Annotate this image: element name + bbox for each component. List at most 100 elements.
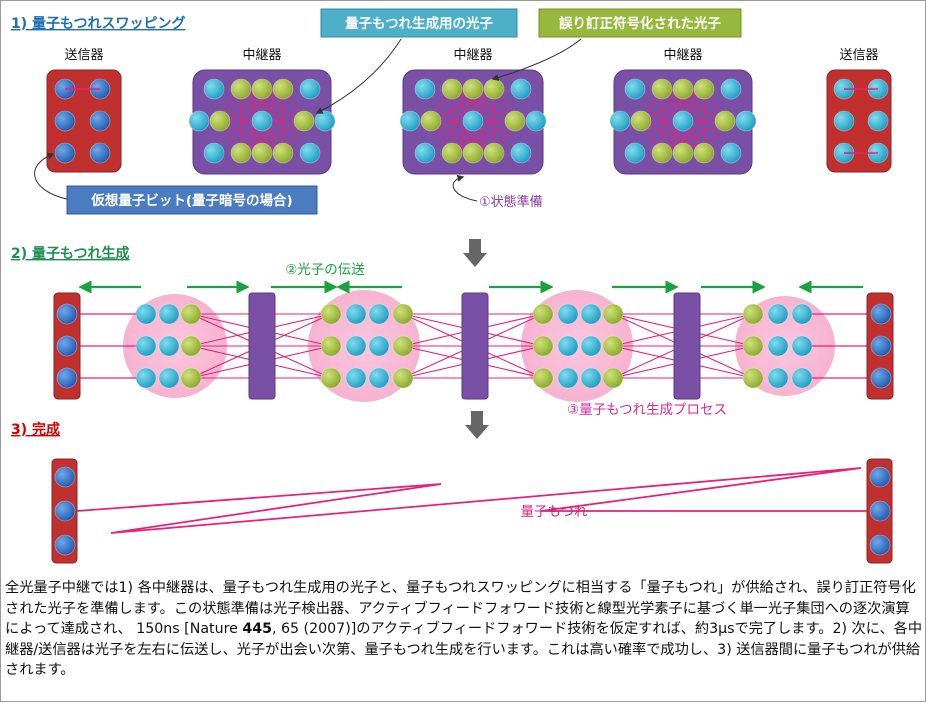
state-prep-label: ①状態準備 bbox=[479, 194, 543, 210]
final-qubit bbox=[54, 466, 76, 488]
entanglement-link bbox=[451, 120, 516, 154]
encoded-qubit bbox=[272, 142, 294, 164]
row2-qubit bbox=[557, 335, 579, 357]
photon-qubit bbox=[720, 142, 742, 164]
sender-qubit bbox=[833, 110, 855, 132]
encoded-qubit bbox=[209, 110, 231, 132]
photon-qubit bbox=[624, 142, 646, 164]
entanglement-link bbox=[219, 88, 284, 122]
encoded-qubit bbox=[441, 142, 463, 164]
photon-qubit bbox=[720, 78, 742, 100]
row2-qubit bbox=[135, 335, 157, 357]
row2-qubit bbox=[532, 367, 554, 389]
encoded-qubit bbox=[462, 78, 484, 100]
final-qubit bbox=[869, 534, 891, 556]
encoded-qubit bbox=[441, 78, 463, 100]
sender-qubit bbox=[56, 367, 78, 389]
row2-qubit bbox=[767, 367, 789, 389]
encoded-qubit bbox=[483, 142, 505, 164]
repeater-bar bbox=[461, 292, 489, 400]
photon-qubit bbox=[299, 78, 321, 100]
entanglement-line bbox=[76, 467, 867, 534]
row2-nodes bbox=[53, 292, 894, 400]
sender-qubit bbox=[54, 142, 76, 164]
sender-qubit bbox=[54, 110, 76, 132]
row2-qubit bbox=[368, 367, 390, 389]
entangled-photon-tag bbox=[320, 8, 518, 38]
row2-qubit bbox=[557, 367, 579, 389]
row2-qubit bbox=[320, 367, 342, 389]
photon-qubit bbox=[735, 110, 757, 132]
encoded-qubit bbox=[651, 142, 673, 164]
repeater-label-1: 中継器 bbox=[242, 48, 281, 63]
caption-paragraph: 全光量子中継では1) 各中継器は、量子もつれ生成用の光子と、量子もつれスワッピン… bbox=[5, 578, 923, 681]
row2-qubit bbox=[742, 303, 764, 325]
entangled-photon-tag-text: 量子もつれ生成用の光子 bbox=[345, 15, 493, 32]
caption-bold-volume: 445 bbox=[242, 621, 272, 637]
photon-qubit bbox=[188, 110, 210, 132]
row2-qubit bbox=[320, 335, 342, 357]
row2-qubit bbox=[345, 367, 367, 389]
callout-curve-stateprep bbox=[452, 174, 478, 202]
caption-text-2: , 65 (2007)]のアクティブフィードフォワード技術を仮定すれば、約3μs… bbox=[5, 621, 923, 678]
photon-qubit bbox=[672, 110, 694, 132]
section-title-generation: 2) 量子もつれ生成 bbox=[11, 245, 129, 262]
row2-qubit bbox=[742, 335, 764, 357]
encoded-qubit bbox=[504, 110, 526, 132]
sender-qubit bbox=[870, 303, 892, 325]
row2-qubit bbox=[180, 335, 202, 357]
photon-qubit bbox=[314, 110, 336, 132]
encoded-qubit bbox=[293, 110, 315, 132]
photon-qubit bbox=[203, 78, 225, 100]
photon-qubit bbox=[251, 110, 273, 132]
entanglement-link bbox=[240, 120, 305, 154]
row2-qubit bbox=[602, 303, 624, 325]
photon-qubit bbox=[462, 110, 484, 132]
row2-qubit bbox=[158, 335, 180, 357]
encoded-qubit bbox=[672, 78, 694, 100]
row2-qubit bbox=[135, 303, 157, 325]
final-qubit bbox=[869, 500, 891, 522]
sender-qubit bbox=[870, 367, 892, 389]
virtual-qubit-tag bbox=[66, 185, 318, 215]
row2-qubit bbox=[392, 367, 414, 389]
callout-curve-encoded bbox=[491, 38, 582, 81]
entanglement-link bbox=[430, 120, 495, 154]
photon-transfer-label: ②光子の伝送 bbox=[285, 262, 365, 278]
entanglement-link bbox=[640, 120, 705, 154]
repeater-bar bbox=[248, 292, 276, 400]
row2-qubit bbox=[392, 335, 414, 357]
row2-qubit bbox=[158, 367, 180, 389]
photon-qubit bbox=[609, 110, 631, 132]
row2-qubit bbox=[135, 367, 157, 389]
encoded-qubit bbox=[672, 142, 694, 164]
row2-qubit bbox=[791, 303, 813, 325]
photon-qubit bbox=[525, 110, 547, 132]
photon-qubit bbox=[299, 142, 321, 164]
down-arrow-1 bbox=[463, 239, 487, 267]
caption-text-1: 全光量子中継では1) 各中継器は、量子もつれ生成用の光子と、量子もつれスワッピン… bbox=[5, 580, 916, 637]
row2-qubit bbox=[580, 335, 602, 357]
row2-qubit bbox=[532, 335, 554, 357]
row2-qubit bbox=[368, 303, 390, 325]
down-arrow-2 bbox=[465, 411, 489, 439]
encoded-qubit bbox=[483, 78, 505, 100]
row2-qubit bbox=[580, 303, 602, 325]
sender-qubit bbox=[870, 335, 892, 357]
encoded-qubit bbox=[714, 110, 736, 132]
callout-curve-entangled bbox=[315, 38, 402, 114]
row2-qubit bbox=[767, 303, 789, 325]
encoded-qubit bbox=[693, 78, 715, 100]
callout-curve-virtual bbox=[34, 152, 68, 200]
final-qubit bbox=[54, 500, 76, 522]
row2-qubit bbox=[557, 303, 579, 325]
row2-qubit bbox=[320, 303, 342, 325]
sender-qubit bbox=[867, 110, 889, 132]
row2-qubit bbox=[580, 367, 602, 389]
entanglement-label: 量子もつれ bbox=[521, 504, 588, 520]
encoded-photon-tag bbox=[538, 8, 742, 38]
photon-qubit bbox=[510, 78, 532, 100]
repeater-label-3: 中継器 bbox=[663, 48, 702, 63]
